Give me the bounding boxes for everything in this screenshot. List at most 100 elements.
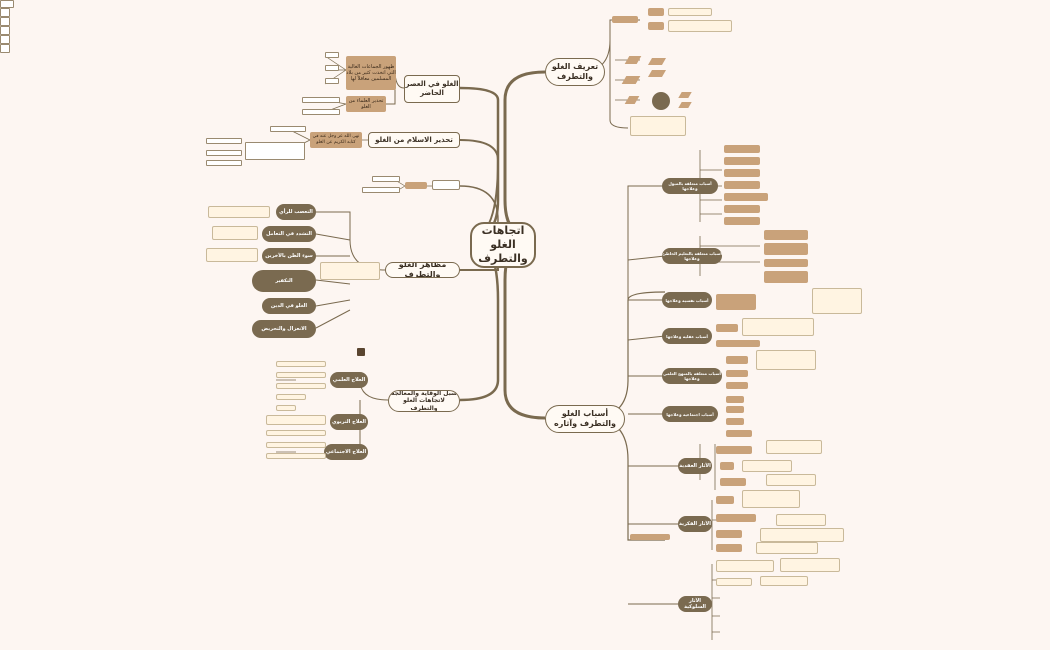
effect-leaf-empty <box>0 17 10 26</box>
cause-leaf <box>724 145 760 153</box>
aspect-item[interactable]: التشدد في التعامل <box>262 226 316 242</box>
cause-leaf <box>764 243 808 255</box>
modern-leaf <box>325 65 339 71</box>
effect-leaf <box>716 514 756 522</box>
effect-leaf-empty <box>0 35 10 44</box>
branch-definition[interactable]: تعريف الغلو والتطرف <box>545 58 605 86</box>
definition-circle <box>652 92 670 110</box>
treatment-item[interactable]: العلاج العلمي <box>330 372 368 388</box>
effect-note <box>760 528 844 542</box>
definition-note <box>668 20 732 32</box>
cause-leaf <box>764 259 808 267</box>
cause-note <box>812 288 862 314</box>
cause-group[interactable]: أسباب متعلقة بالميول وعلاجها <box>662 178 718 194</box>
middle-tan <box>405 182 427 189</box>
aspects-note <box>208 206 270 218</box>
effect-note <box>742 460 792 472</box>
cause-leaf <box>724 193 768 201</box>
cause-leaf <box>764 271 808 283</box>
cause-group[interactable]: أسباب اجتماعية وعلاجها <box>662 406 718 422</box>
aspects-note <box>320 262 380 280</box>
treatment-leaf <box>276 361 326 367</box>
cause-leaf <box>726 356 748 364</box>
cause-group[interactable]: أسباب نفسية وعلاجها <box>662 292 712 308</box>
central-topic[interactable]: اتجاهات الغلو والتطرف <box>470 222 536 268</box>
warning-leaf <box>206 138 242 144</box>
cause-leaf <box>726 418 744 425</box>
warning-leaf <box>270 126 306 132</box>
aspects-note <box>206 248 258 262</box>
effect-note <box>766 474 816 486</box>
effect-leaf-empty <box>0 8 10 17</box>
cause-leaf <box>724 181 760 189</box>
aspect-item[interactable]: سوء الظن بالآخرين <box>262 248 316 264</box>
effect-leaf <box>720 478 746 486</box>
definition-tan <box>648 8 664 16</box>
cause-leaf <box>726 370 748 377</box>
definition-note <box>630 116 686 136</box>
aspect-item[interactable]: التعصب للرأي <box>276 204 316 220</box>
cause-group[interactable]: أسباب عقلية وعلاجها <box>662 328 712 344</box>
cause-leaf <box>724 169 760 177</box>
definition-leaf <box>0 0 14 8</box>
modern-leaf <box>302 97 340 103</box>
treatment-leaf <box>266 415 326 425</box>
effect-note <box>716 560 774 572</box>
treatment-leaf <box>266 442 326 448</box>
middle-leaf <box>362 187 400 193</box>
branch-warning[interactable]: تحذير الاسلام من الغلو <box>368 132 460 148</box>
cause-leaf <box>716 294 756 310</box>
cause-leaf <box>726 430 752 437</box>
effect-group[interactable]: الآثار الفكرية <box>678 516 712 532</box>
cause-leaf <box>724 157 760 165</box>
cause-group[interactable]: أسباب متعلقة بالتعليم الخاطئ وعلاجها <box>662 248 722 264</box>
effect-group[interactable]: الآثار السلوكية <box>678 596 712 612</box>
definition-tan <box>648 22 664 30</box>
cause-leaf <box>716 340 760 347</box>
cause-note <box>742 318 814 336</box>
warning-sub-quran[interactable]: نهى الله عز وجل عنه في كتابه الكريم عن ا… <box>310 132 362 148</box>
cause-leaf <box>630 534 670 540</box>
effect-leaf <box>720 462 734 470</box>
modern-leaf <box>325 52 339 58</box>
aspects-note <box>212 226 258 240</box>
cause-leaf <box>726 382 748 389</box>
effect-note <box>756 542 818 554</box>
definition-tan <box>612 16 638 23</box>
treatment-item[interactable]: العلاج التربوي <box>330 414 368 430</box>
cause-leaf <box>726 406 744 413</box>
cause-leaf <box>726 396 744 403</box>
cause-note <box>756 350 816 370</box>
treatment-item[interactable]: العلاج الاجتماعي <box>324 444 368 460</box>
branch-causes[interactable]: أسباب الغلو والتطرف وآثاره <box>545 405 625 433</box>
branch-aspects[interactable]: مظاهر الغلو والتطرف <box>385 262 460 278</box>
middle-box[interactable] <box>432 180 460 190</box>
aspect-item[interactable]: الانعزال والتحريض <box>252 320 316 338</box>
modern-sub-scholars[interactable]: تحذير العلماء من الغلو <box>346 96 386 112</box>
treatment-leaf <box>276 394 306 400</box>
effect-leaf <box>716 544 742 552</box>
modern-leaf <box>325 78 339 84</box>
effect-group[interactable]: الآثار العقدية <box>678 458 712 474</box>
branch-treatment[interactable]: سبل الوقاية والمعالجة لاتجاهات الغلو وال… <box>388 390 460 412</box>
cause-leaf <box>764 230 808 240</box>
treatment-leaf <box>266 453 326 459</box>
cause-group[interactable]: أسباب متعلقة بالمنهج العلمي وعلاجها <box>662 368 722 384</box>
aspect-item[interactable]: الغلو في الدين <box>262 298 316 314</box>
effect-leaf-empty <box>0 44 10 53</box>
effect-note <box>776 514 826 526</box>
warning-leaf <box>245 142 305 160</box>
branch-modern[interactable]: الغلو في العصر الحاضر <box>404 75 460 103</box>
effect-leaf-empty <box>0 26 10 35</box>
modern-sub-groups[interactable]: ظهور الجماعات الغالية التي اتخذت كثير من… <box>346 56 396 90</box>
definition-note <box>668 8 712 16</box>
treatment-leaf <box>276 372 326 378</box>
cause-leaf <box>724 217 760 225</box>
effect-leaf <box>716 446 752 454</box>
aspect-item[interactable]: التكفير <box>252 270 316 292</box>
cause-leaf <box>716 324 738 332</box>
effect-note <box>760 576 808 586</box>
treatment-leaf <box>276 383 326 389</box>
effect-leaf <box>716 530 742 538</box>
